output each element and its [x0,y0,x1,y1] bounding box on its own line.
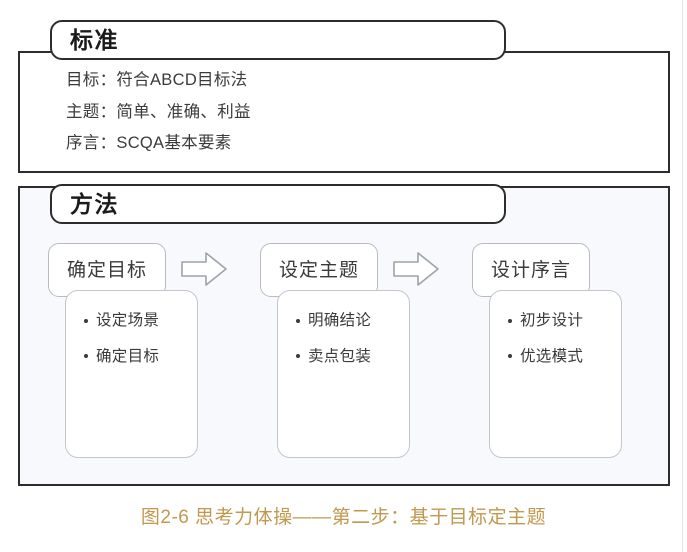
step-2-header-card: 设定主题 [260,243,378,297]
arrow-right-icon [392,251,440,287]
step-1-title: 确定目标 [66,259,147,281]
page-right-margin [685,0,687,552]
step-3-title: 设计序言 [490,259,571,281]
step-3-bullet-1-label: 初步设计 [520,312,584,329]
standard-row-goal: 目标：符合ABCD目标法 [66,71,248,89]
step-1-header-card: 确定目标 [48,243,166,297]
step-3-bullet-2: 优选模式 [490,347,621,365]
bullet-dot-icon [296,318,300,323]
standard-section-tab: 标准 [50,20,506,60]
bullet-dot-icon [84,318,88,323]
step-2-bullet-2: 卖点包装 [278,347,409,365]
bullet-dot-icon [508,354,512,359]
standard-row-preface: 序言：SCQA基本要素 [66,134,232,152]
step-3-body-card: 初步设计 优选模式 [489,290,622,458]
step-1-bullet-2: 确定目标 [66,347,197,365]
standard-rows: 目标：符合ABCD目标法 主题：简单、准确、利益 序言：SCQA基本要素 [66,72,251,152]
bullet-dot-icon [508,318,512,323]
step-1-body-card: 设定场景 确定目标 [65,290,198,458]
bullet-dot-icon [84,354,88,359]
figure-caption: 图2-6 思考力体操——第二步：基于目标定主题 [140,507,547,528]
method-section-tab: 方法 [50,184,506,224]
step-3-bullet-1: 初步设计 [490,313,621,329]
step-2-body-card: 明确结论 卖点包装 [277,290,410,458]
bullet-dot-icon [296,354,300,359]
step-3-header-card: 设计序言 [472,243,590,297]
step-2-title: 设定主题 [278,259,359,281]
arrow-right-icon [180,251,228,287]
step-3-bullet-2-label: 优选模式 [520,347,584,365]
step-2-bullet-1: 明确结论 [278,313,409,329]
standard-section-title: 标准 [70,26,119,53]
page-right-edge [682,0,683,552]
step-1-bullet-2-label: 确定目标 [96,347,160,365]
step-2-bullet-2-label: 卖点包装 [308,347,372,365]
step-1-bullet-1-label: 设定场景 [96,312,160,329]
step-1-bullet-1: 设定场景 [66,313,197,329]
step-2-bullet-1-label: 明确结论 [308,312,372,329]
standard-row-theme: 主题：简单、准确、利益 [66,102,251,121]
method-section-title: 方法 [70,190,119,217]
